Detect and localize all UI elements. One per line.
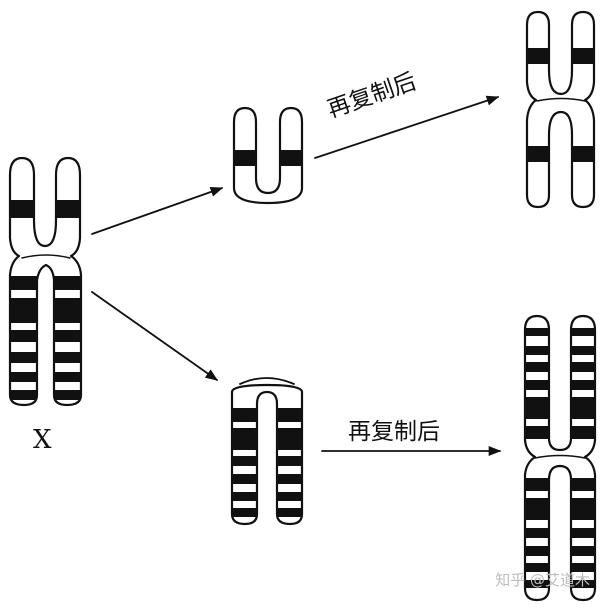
iso-long-centromere bbox=[534, 454, 586, 459]
original-x-chromosome bbox=[8, 156, 83, 407]
iso-long-outline bbox=[523, 314, 597, 602]
iso-short-centromere bbox=[536, 97, 586, 102]
long-arm-cap bbox=[239, 377, 295, 385]
original-bands bbox=[10, 200, 81, 400]
short-arm-outline bbox=[232, 106, 304, 205]
long-arm-outline bbox=[230, 383, 304, 526]
long-arm-bands bbox=[232, 408, 302, 517]
arrow-to-long-arm bbox=[91, 291, 219, 381]
short-arm-isochromosome bbox=[525, 10, 596, 209]
chromosome-x-label: X bbox=[33, 425, 52, 455]
iso-short-outline bbox=[525, 10, 596, 209]
watermark: 知乎 @艾道木 bbox=[495, 571, 590, 589]
arrows bbox=[91, 95, 502, 457]
long-arm-fragment bbox=[230, 377, 304, 526]
after-replication-label-bottom: 再复制后 bbox=[348, 419, 440, 445]
iso-long-bands bbox=[525, 328, 595, 588]
original-centromere bbox=[21, 254, 71, 259]
original-outline bbox=[8, 156, 83, 407]
short-arm-fragment bbox=[232, 106, 304, 205]
short-arm-bands bbox=[234, 150, 302, 166]
iso-short-bands bbox=[527, 48, 594, 162]
arrow-replicate-short bbox=[314, 95, 500, 159]
arrow-to-short-arm bbox=[91, 187, 224, 235]
long-arm-isochromosome bbox=[523, 314, 597, 602]
